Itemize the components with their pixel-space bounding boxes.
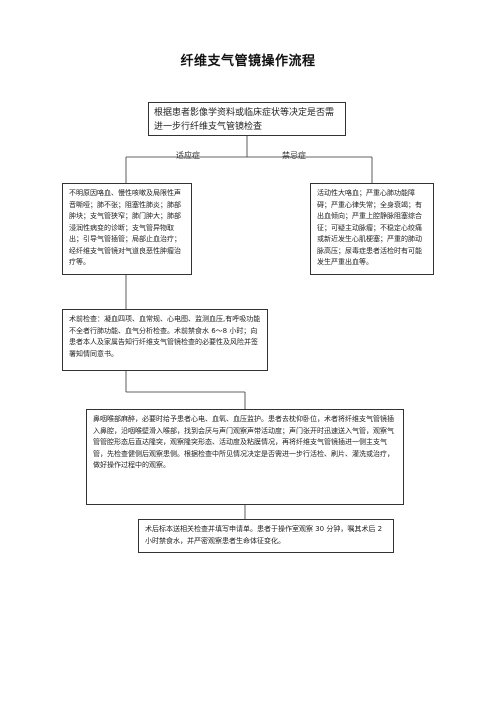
indication-label: 适应症 (176, 151, 200, 160)
postop-box: 术后标本送相关检查并填写申请单。患者于操作室观察 30 分钟，嘱其术后 2 小时… (138, 519, 394, 553)
procedure-box: 鼻咽喉部麻醉，必要时给予患者心电、血氧、血压监护。患者去枕仰卧位，术者将纤维支气… (86, 409, 404, 505)
preop-box: 术前检查：凝血四项、血常规、心电图、监测血压,有呼吸功能不全者行肺功能、血气分析… (62, 309, 268, 371)
contraindication-label: 禁忌症 (282, 151, 306, 160)
indications-box: 不明原因咯血、慢性咳嗽及局限性声音嘶哑；肺不张；阻塞性肺炎；肺部肿块；支气管狭窄… (62, 183, 192, 275)
page-title: 纤维支气管镜操作流程 (180, 54, 316, 69)
decision-box: 根据患者影像学资料或临床症状等决定是否需进一步行纤维支气管镜检查 (148, 102, 346, 136)
contraindications-box: 活动性大咯血；严重心肺功能障碍；严重心律失常；全身衰竭；有出血倾向；严重上腔静脉… (310, 183, 434, 275)
